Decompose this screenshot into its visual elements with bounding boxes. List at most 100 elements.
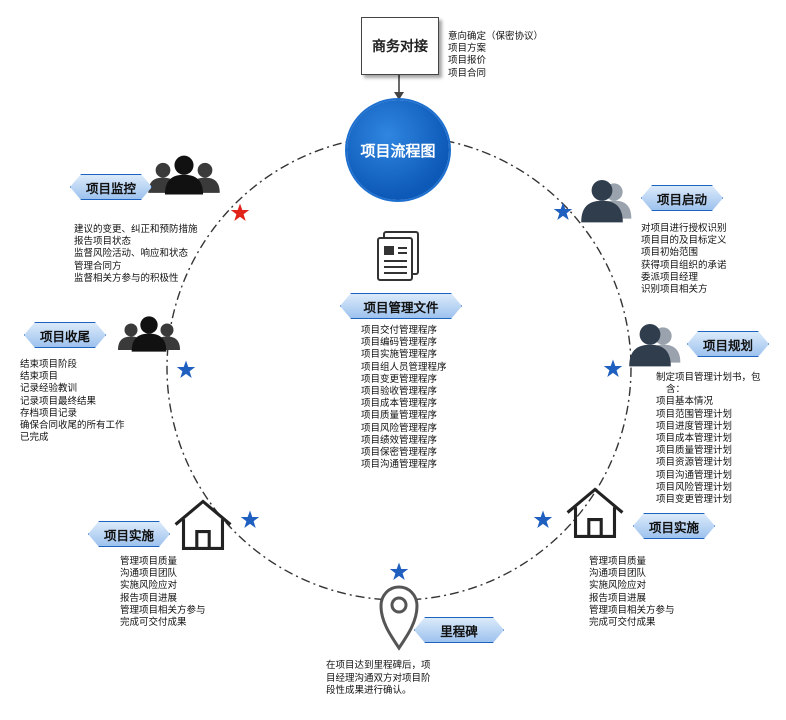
people-group-icon [148, 155, 220, 195]
plan-list: 制定项目管理计划书，包 含： 项目基本情况 项目范围管理计划 项目进度管理计划 … [656, 372, 761, 506]
house-icon [565, 487, 625, 539]
close-tag: 项目收尾 [24, 322, 106, 348]
docs-tag: 项目管理文件 [340, 293, 462, 319]
exec-left-list: 管理项目质量 沟通项目团队 实施风险应对 报告项目进展 管理项目相关方参与 完成… [120, 556, 206, 629]
business-note: 项目报价 [448, 55, 487, 67]
plan-item: 项目范围管理计划 [656, 408, 733, 420]
close-tag-label: 项目收尾 [39, 328, 90, 344]
exec-right-item: 管理项目质量 [589, 556, 647, 567]
star-icon [603, 359, 623, 377]
monitor-item: 建议的变更、纠正和预防措施 [74, 224, 198, 235]
business-box: 商务对接 [361, 17, 439, 75]
person-icon [629, 324, 681, 367]
star-icon [176, 360, 196, 378]
start-item: 识别项目相关方 [641, 284, 708, 296]
milestone-text: 在项目达到里程碑后，项 目经理沟通双方对项目阶 段性成果进行确认。 [326, 660, 431, 697]
docs-item: 项目成本管理程序 [361, 398, 438, 410]
docs-item: 项目沟通管理程序 [361, 459, 438, 471]
exec-right-list: 管理项目质量 沟通项目团队 实施风险应对 报告项目进展 管理项目相关方参与 完成… [589, 556, 675, 629]
plan-item: 项目成本管理计划 [656, 433, 733, 445]
close-item: 已完成 [20, 432, 49, 444]
plan-tag-label: 项目规划 [702, 337, 753, 353]
docs-item: 项目实施管理程序 [361, 349, 438, 361]
people-group-icon [118, 316, 180, 352]
exec-right-item: 完成可交付成果 [589, 617, 656, 629]
plan-item: 项目变更管理计划 [656, 494, 733, 506]
start-item: 对项目进行授权识别 [641, 223, 727, 234]
plan-item: 项目基本情况 [656, 396, 714, 408]
star-icon-red [230, 203, 250, 221]
exec-left-tag: 项目实施 [88, 521, 170, 547]
docs-item: 项目质量管理程序 [361, 410, 438, 422]
business-notes: 意向确定（保密协议） 项目方案 项目报价 项目合同 [448, 31, 543, 80]
start-tag: 项目启动 [641, 185, 723, 211]
milestone-tag: 里程碑 [414, 617, 504, 643]
docs-item: 项目变更管理程序 [361, 373, 438, 385]
exec-right-tag-label: 项目实施 [648, 519, 699, 535]
milestone-tag-label: 里程碑 [440, 623, 478, 639]
exec-left-item: 管理项目相关方参与 [120, 604, 206, 616]
start-item: 项目目的及目标定义 [641, 235, 727, 247]
docs-item: 项目风险管理程序 [361, 422, 438, 434]
monitor-tag-label: 项目监控 [85, 180, 136, 196]
business-note: 项目合同 [448, 67, 487, 79]
business-box-label: 商务对接 [372, 39, 428, 55]
docs-item: 项目交付管理程序 [361, 325, 438, 336]
close-item: 记录经验教训 [20, 383, 78, 395]
start-item: 项目初始范围 [641, 247, 699, 259]
exec-left-item: 报告项目进展 [120, 592, 178, 604]
close-item: 结束项目阶段 [20, 359, 78, 370]
exec-right-item: 实施风险应对 [589, 580, 647, 592]
business-note: 项目方案 [448, 43, 487, 55]
start-item: 委派项目经理 [641, 271, 699, 283]
plan-item: 项目进度管理计划 [656, 420, 733, 432]
monitor-item: 报告项目状态 [74, 236, 132, 248]
house-icon [173, 499, 233, 551]
docs-list: 项目交付管理程序 项目编码管理程序 项目实施管理程序 项目组人员管理程序 项目变… [361, 325, 447, 471]
exec-left-tag-label: 项目实施 [103, 527, 154, 543]
document-icon [377, 231, 419, 281]
exec-left-item: 完成可交付成果 [120, 617, 187, 629]
plan-item: 项目沟通管理计划 [656, 469, 733, 481]
monitor-item: 监督相关方参与的积极性 [74, 272, 179, 284]
monitor-list: 建议的变更、纠正和预防措施 报告项目状态 监督风险活动、响应和状态 管理合同方 … [74, 224, 198, 285]
close-item: 存档项目记录 [20, 407, 78, 419]
center-title-circle: 项目流程图 [347, 100, 449, 200]
center-title: 项目流程图 [360, 141, 436, 160]
plan-tag: 项目规划 [687, 331, 769, 357]
monitor-item: 管理合同方 [74, 260, 122, 272]
exec-left-item: 管理项目质量 [120, 556, 178, 567]
person-icon [581, 180, 632, 223]
close-list: 结束项目阶段 结束项目 记录经验教训 记录项目最终结果 存档项目记录 确保合同收… [20, 359, 125, 444]
plan-item: 制定项目管理计划书，包 [656, 372, 761, 383]
plan-item: 项目资源管理计划 [656, 457, 733, 469]
monitor-item: 监督风险活动、响应和状态 [74, 248, 189, 260]
docs-item: 项目组人员管理程序 [361, 361, 447, 373]
docs-item: 项目验收管理程序 [361, 386, 438, 398]
star-icon [553, 202, 573, 220]
start-item: 获得项目组织的承诺 [641, 259, 727, 271]
star-icon [389, 562, 409, 580]
exec-right-item: 沟通项目团队 [589, 568, 647, 580]
business-note: 意向确定（保密协议） [448, 31, 544, 42]
close-item: 确保合同收尾的所有工作 [20, 420, 125, 432]
docs-item: 项目编码管理程序 [361, 337, 438, 349]
exec-right-item: 报告项目进展 [589, 592, 647, 604]
monitor-tag: 项目监控 [70, 174, 152, 200]
docs-tag-label: 项目管理文件 [363, 299, 439, 315]
close-item: 结束项目 [20, 371, 59, 383]
docs-item: 项目保密管理程序 [361, 447, 438, 459]
docs-item: 项目绩效管理程序 [361, 434, 438, 446]
plan-item: 项目风险管理计划 [656, 481, 733, 493]
close-item: 记录项目最终结果 [20, 395, 97, 407]
plan-item: 项目质量管理计划 [656, 445, 733, 457]
exec-right-tag: 项目实施 [633, 513, 715, 539]
exec-left-item: 沟通项目团队 [120, 568, 178, 580]
exec-right-item: 管理项目相关方参与 [589, 604, 675, 616]
location-pin-icon [379, 585, 419, 651]
start-tag-label: 项目启动 [656, 191, 707, 207]
star-icon [533, 510, 553, 528]
star-icon [240, 510, 260, 528]
start-list: 对项目进行授权识别 项目目的及目标定义 项目初始范围 获得项目组织的承诺 委派项… [641, 223, 727, 296]
